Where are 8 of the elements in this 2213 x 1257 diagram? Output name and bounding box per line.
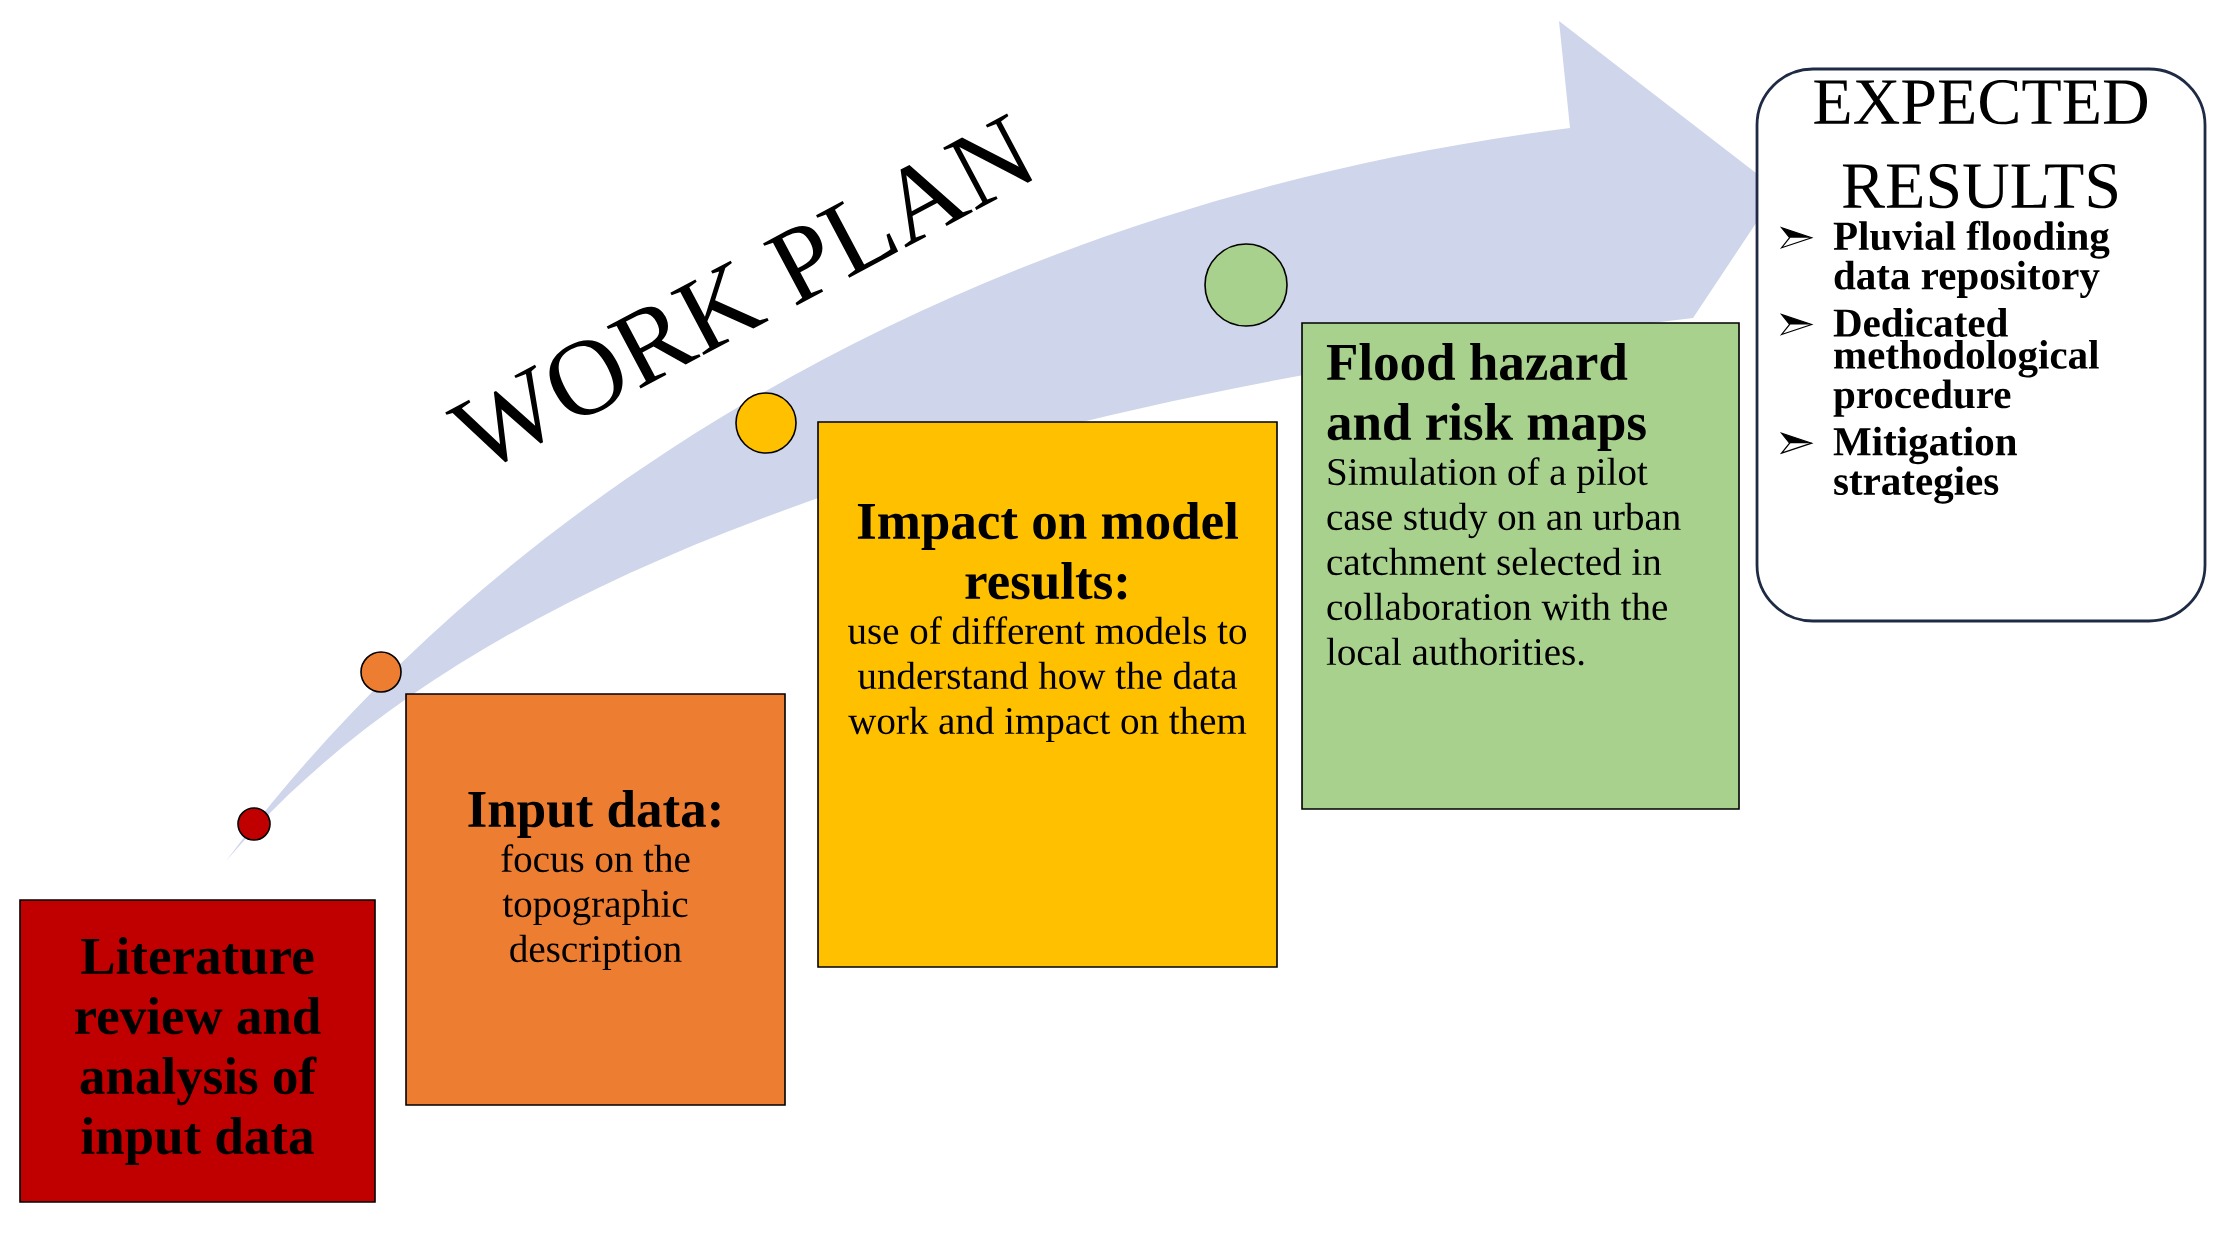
step-dot xyxy=(237,807,271,841)
step-box: Flood hazard and risk maps Simulation of a pilot case study on an urban catchment selected in collaboration with the local authorities. xyxy=(1301,322,1740,810)
results-box: EXPECTED RESULTS Pluvial flooding data repository Dedicated methodological procedure Mitigation strategies xyxy=(1755,67,2207,623)
step-box: Literature review and analysis of input data xyxy=(19,899,376,1203)
step-box: Input data: focus on the topographic description xyxy=(405,693,786,1106)
step-box: Impact on model results: use of different models to understand how the data work and impact on them xyxy=(817,421,1278,968)
step-dot xyxy=(360,651,402,693)
step-dot xyxy=(1204,243,1288,327)
